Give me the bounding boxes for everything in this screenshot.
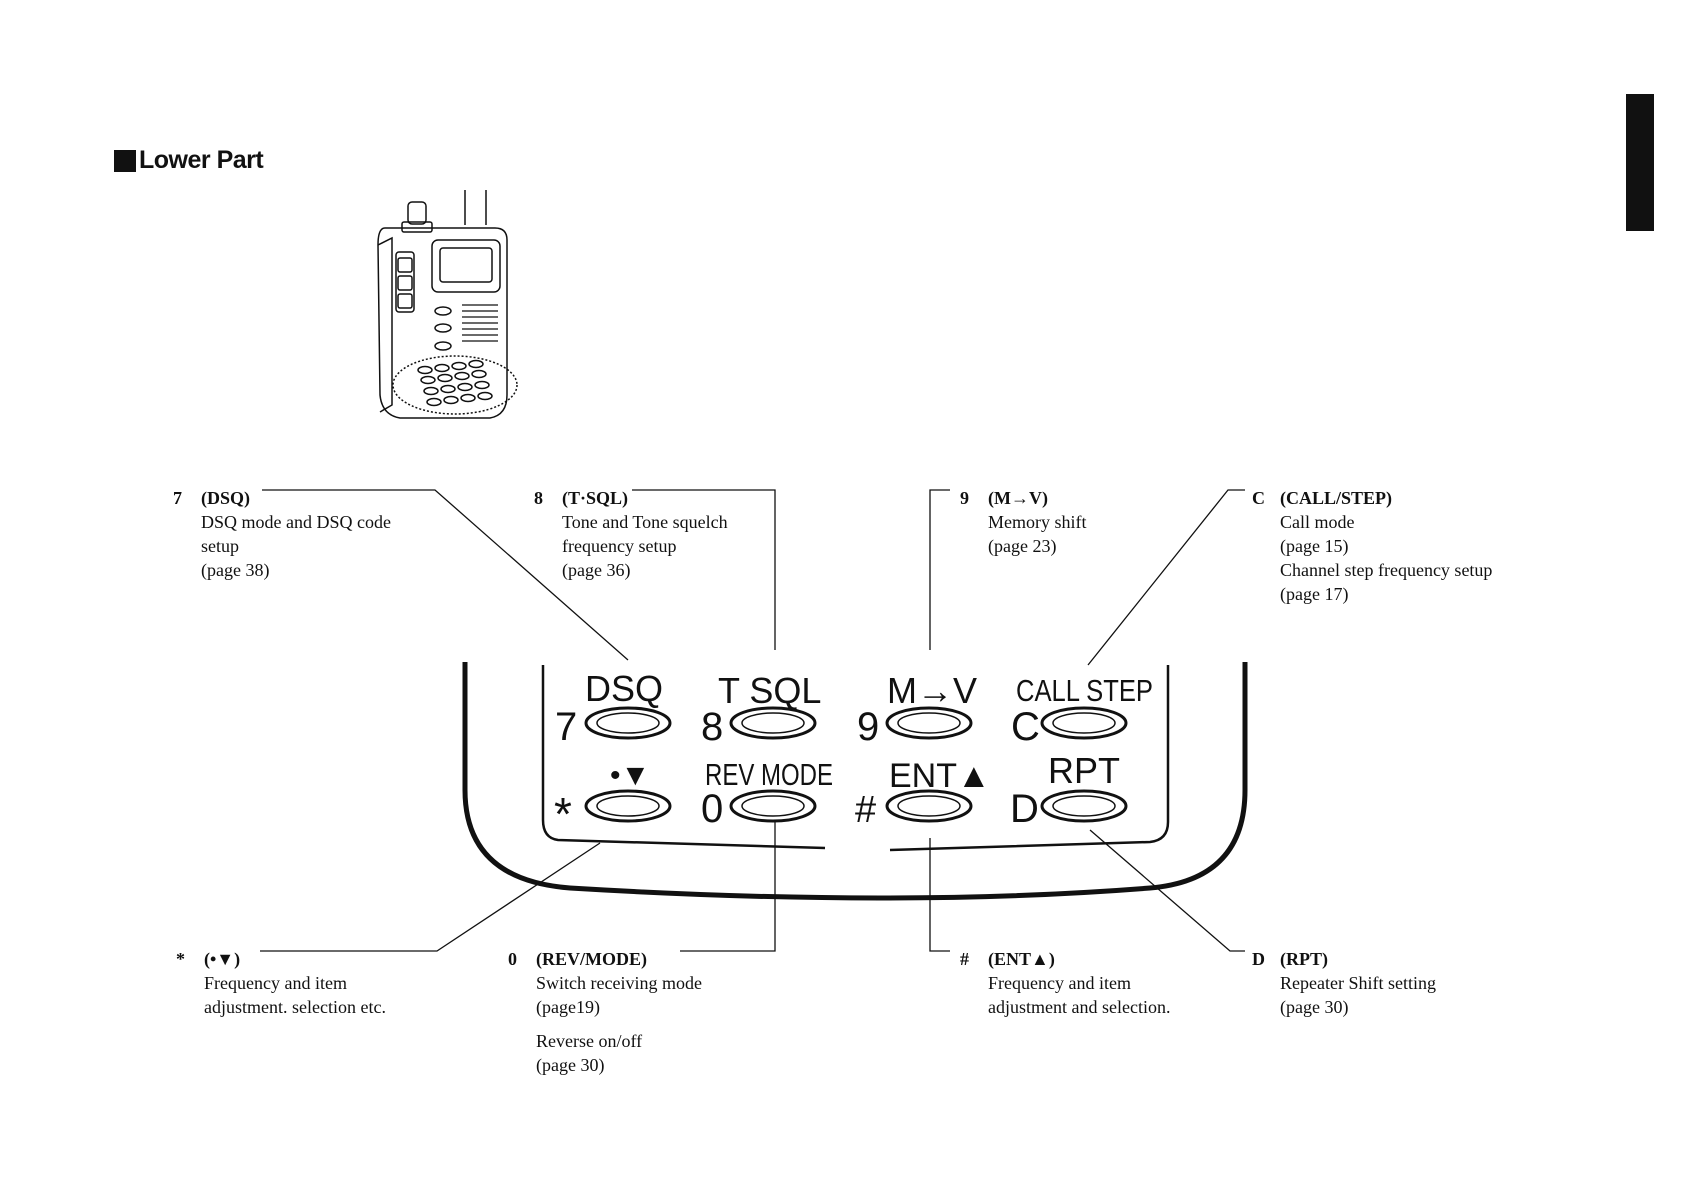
key-digit-hash: # [855,789,876,831]
callout-line: Switch receiving mode [536,973,702,993]
callout-0-revmode: 0 (REV/MODE) Switch receiving mode (page… [508,947,768,1077]
key-label-revmode: REV MODE [705,757,833,792]
callout-name: (DSQ) [201,488,250,508]
callout-page-ref: (page 15) [1280,536,1349,556]
callout-name: (RPT) [1280,949,1328,969]
callout-name: (REV/MODE) [536,949,647,969]
key-digit-star: * [554,788,572,840]
callout-d-rpt: D (RPT) Repeater Shift setting (page 30) [1252,947,1512,1019]
callout-line: adjustment and selection. [988,997,1171,1017]
keypad-keys [584,706,1128,823]
radio-body-outline [462,662,1248,901]
key-label-tsql: T SQL [718,670,821,711]
key-label-callstep: CALL STEP [1016,673,1153,708]
callout-key: # [960,949,969,969]
key-star[interactable] [584,789,672,823]
key-9[interactable] [885,706,973,740]
radio-illustration [377,190,518,419]
callout-line: Channel step frequency setup [1280,560,1493,580]
callout-key: 0 [508,949,517,969]
callout-7-dsq: 7 (DSQ) DSQ mode and DSQ code setup (pag… [173,486,473,582]
callout-name: (ENT▲) [988,949,1055,969]
keypad-function-labels: DSQ T SQL M→V CALL STEP •▼ REV MODE ENT▲… [585,668,1153,795]
key-0[interactable] [729,789,817,823]
callout-line: adjustment. selection etc. [204,997,386,1017]
key-label-mv: M→V [887,670,977,711]
leader-lines [260,489,1245,952]
callout-page-ref: (page 38) [201,560,270,580]
callout-star-dotdown: * (•▼) Frequency and item adjustment. se… [176,947,476,1019]
callout-line: Tone and Tone squelch [562,512,728,532]
callout-c-callstep: C (CALL/STEP) Call mode (page 15) Channe… [1252,486,1552,606]
key-digit-9: 9 [857,705,879,749]
callout-key: 9 [960,488,969,508]
callout-key: * [176,949,185,969]
callout-page-ref: (page 17) [1280,584,1349,604]
key-digit-d: D [1010,787,1039,831]
section-marker-icon [114,149,136,172]
key-d[interactable] [1040,789,1128,823]
key-label-ent: ENT▲ [889,757,991,795]
callout-9-mv: 9 (M→V) Memory shift (page 23) [960,486,1220,558]
key-label-dsq: DSQ [585,668,663,709]
callout-page-ref: (page 30) [536,1055,605,1075]
callout-line: frequency setup [562,536,677,556]
section-header: Lower Part [114,146,264,175]
callout-name: (•▼) [204,949,241,969]
callout-line: DSQ mode and DSQ code [201,512,391,532]
callout-line: Frequency and item [204,973,347,993]
callout-page-ref: (page 36) [562,560,631,580]
callout-key: 8 [534,488,543,508]
callout-key: 7 [173,488,182,508]
section-title: Lower Part [139,146,264,174]
key-c[interactable] [1040,706,1128,740]
callout-key: C [1252,488,1265,508]
keypad-digits: 7 8 9 C * 0 # D [554,705,1040,840]
callout-8-tsql: 8 (T·SQL) Tone and Tone squelch frequenc… [534,486,794,582]
key-7[interactable] [584,706,672,740]
callout-line: Memory shift [988,512,1087,532]
callout-name: (T·SQL) [562,488,629,508]
callout-page-ref: (page 30) [1280,997,1349,1017]
key-digit-7: 7 [555,705,577,749]
callout-name: (CALL/STEP) [1280,488,1393,508]
key-digit-8: 8 [701,705,723,749]
key-digit-0: 0 [701,787,723,831]
callout-page-ref: (page 23) [988,536,1057,556]
callout-line: Frequency and item [988,973,1131,993]
callout-line: setup [201,536,239,556]
callout-line: Repeater Shift setting [1280,973,1436,993]
callout-name: (M→V) [988,488,1048,508]
callout-page-ref: (page19) [536,997,600,1017]
side-tab-marker [1626,94,1654,231]
callout-line: Call mode [1280,512,1355,532]
key-hash[interactable] [885,789,973,823]
callout-line: Reverse on/off [536,1031,643,1051]
key-label-dotdown: •▼ [610,759,650,792]
key-8[interactable] [729,706,817,740]
callout-hash-ent: # (ENT▲) Frequency and item adjustment a… [960,947,1220,1019]
key-digit-c: C [1011,705,1040,749]
key-label-rpt: RPT [1048,750,1120,791]
callout-key: D [1252,949,1265,969]
